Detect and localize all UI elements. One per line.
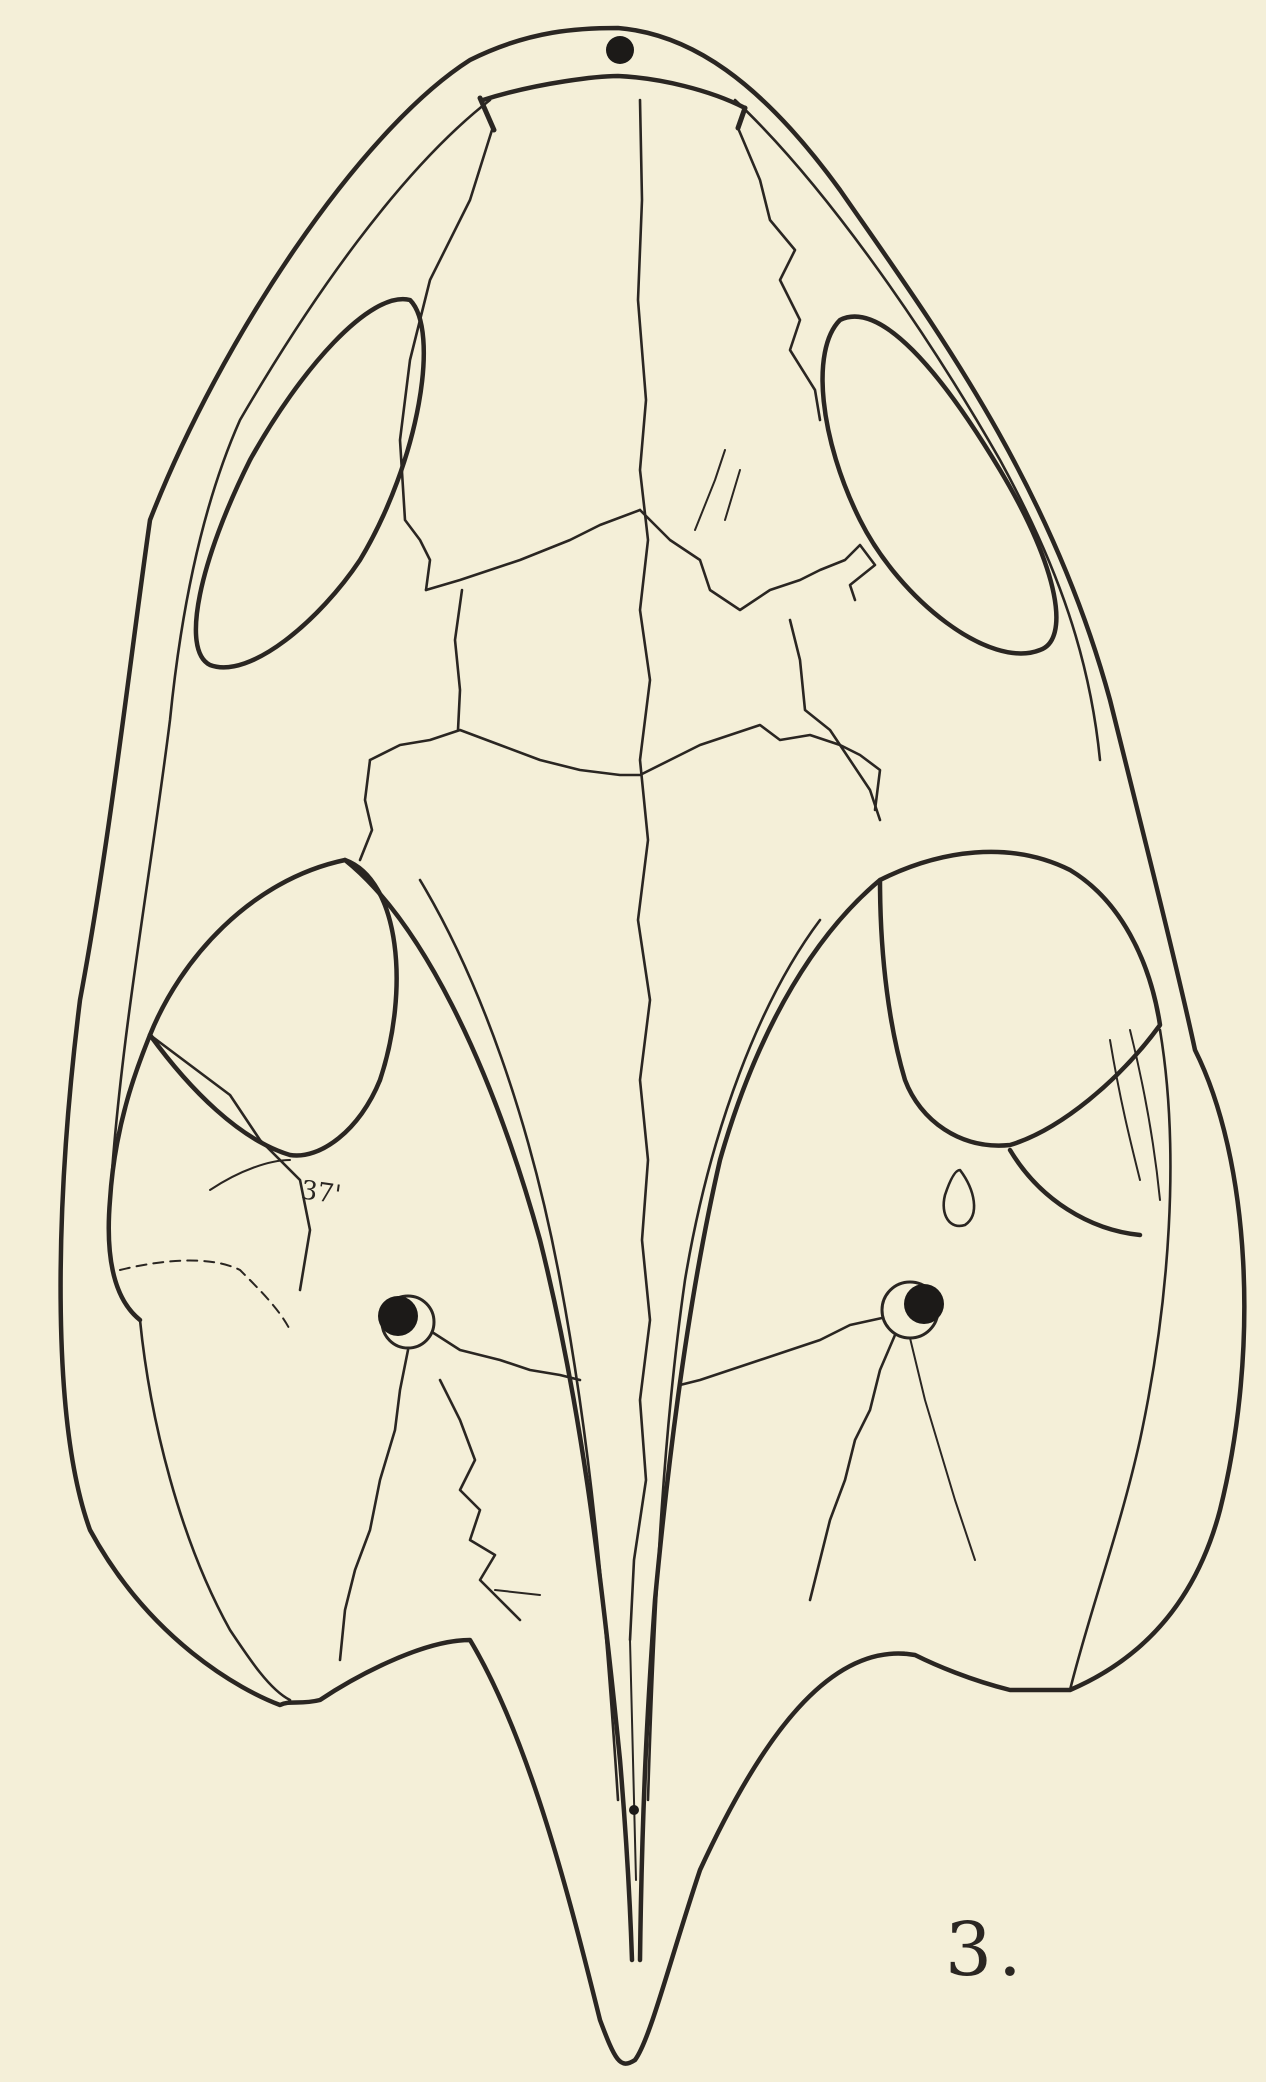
parietal-suture — [370, 725, 880, 810]
left-inner-curve-2 — [420, 880, 618, 1800]
right-squamosal-suture — [810, 1335, 895, 1600]
right-nasal-suture — [738, 128, 820, 420]
left-quadrate-suture — [340, 1350, 408, 1660]
right-temporal-fenestra — [880, 852, 1160, 1146]
skull-outline — [61, 28, 1245, 2064]
left-squamosal-branch — [495, 1590, 540, 1595]
snout-arc — [483, 76, 745, 108]
posterior-midline-dot — [629, 1805, 639, 1815]
right-otic-dot — [904, 1284, 944, 1324]
left-nasal-suture — [400, 130, 492, 590]
midline-suture — [630, 100, 650, 1640]
right-orbit — [823, 317, 1057, 654]
snout-notch-right — [738, 108, 745, 128]
right-inner-curve-2 — [648, 920, 820, 1800]
inner-rim-right — [735, 100, 1100, 760]
right-outer-lower — [1070, 1030, 1170, 1690]
right-inner-curve — [640, 880, 880, 1960]
right-lower-lobe — [1010, 1150, 1140, 1235]
left-frontal-suture — [426, 510, 640, 590]
right-small-fenestra — [944, 1170, 974, 1226]
inner-rim-left — [110, 100, 490, 1200]
left-temporal-fenestra — [150, 860, 397, 1156]
right-frontal-suture — [640, 510, 875, 610]
right-otic-suture — [680, 1318, 882, 1385]
right-fissure-2 — [725, 470, 740, 520]
right-quadrate-line — [910, 1338, 975, 1560]
posterior-midline — [630, 1640, 636, 1880]
figure-number: 3. — [945, 1905, 1105, 1995]
left-parietal-side — [360, 760, 372, 860]
left-otic-dot — [378, 1296, 418, 1336]
left-temporal-inner — [109, 1035, 150, 1320]
left-otic-suture — [432, 1332, 580, 1380]
left-dashed-ridge — [120, 1261, 290, 1330]
left-squamosal-suture — [440, 1380, 520, 1620]
right-lateral-suture — [790, 620, 880, 820]
right-fissure-1 — [695, 450, 725, 530]
snout-pit — [606, 36, 634, 64]
left-outer-lower — [140, 1320, 290, 1700]
left-temporal-ridge — [150, 1035, 310, 1290]
left-faint-ridge — [210, 1160, 290, 1190]
left-lateral-suture — [455, 590, 462, 730]
